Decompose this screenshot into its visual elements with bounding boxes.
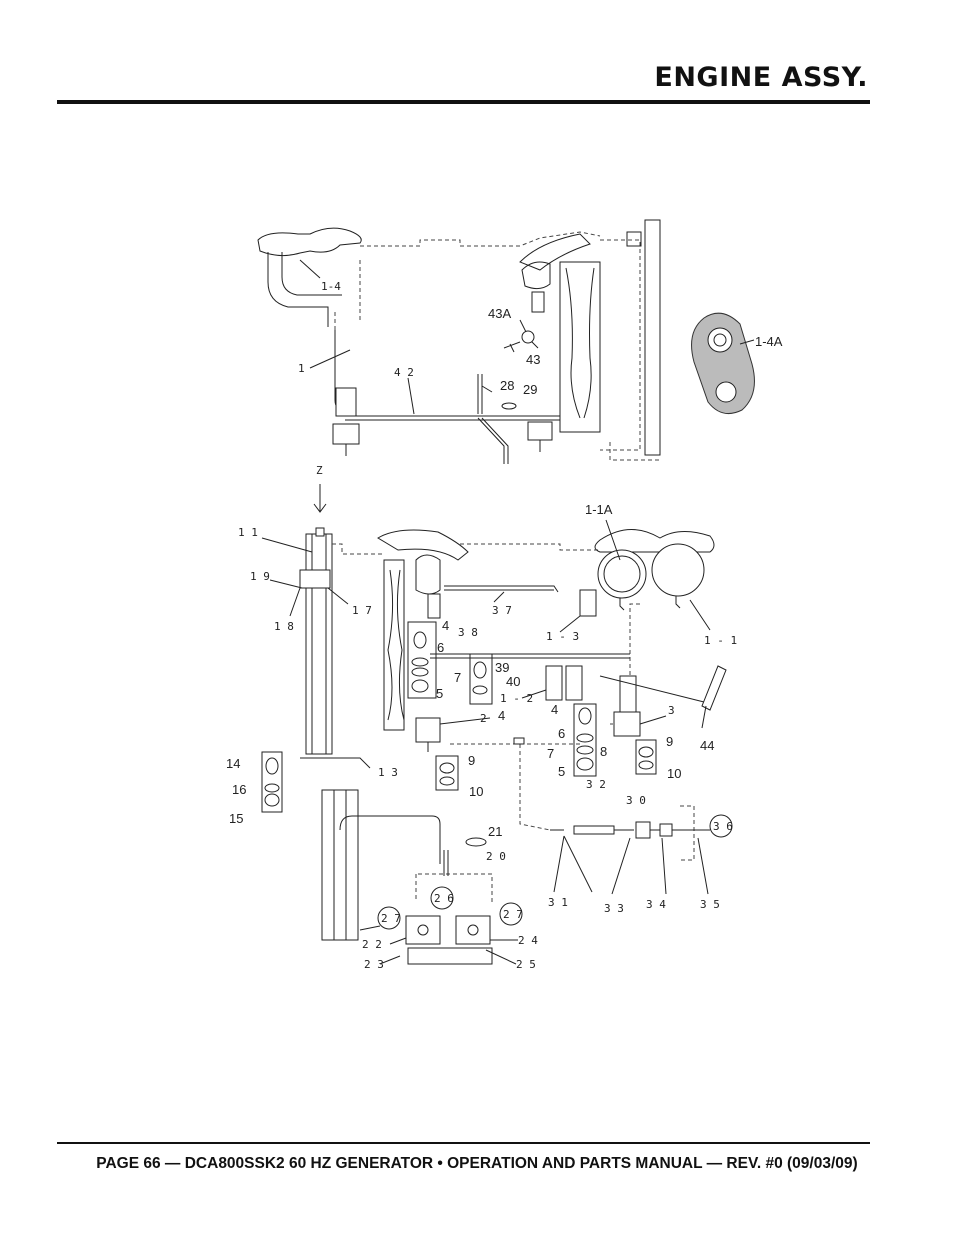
label-13: 1 3 (378, 766, 398, 779)
label-42: 4 2 (394, 366, 414, 379)
label-27b: 2 7 (503, 908, 523, 921)
label-15: 15 (229, 811, 243, 826)
label-6b: 6 (558, 726, 565, 741)
label-22: 2 2 (362, 938, 382, 951)
label-28: 28 (500, 378, 514, 393)
label-14: 14 (226, 756, 240, 771)
label-1: 1 (298, 362, 305, 375)
page-title: ENGINE ASSY. (654, 62, 868, 93)
label-33: 3 3 (604, 902, 624, 915)
label-39: 39 (495, 660, 509, 675)
label-25: 2 5 (516, 958, 536, 971)
lower-frame-assembly (321, 789, 733, 965)
label-31: 3 1 (548, 896, 568, 909)
label-30: 3 0 (626, 794, 646, 807)
label-43a: 43A (488, 306, 511, 321)
middle-radiator-assembly (261, 519, 727, 831)
label-11: 1 1 (238, 526, 258, 539)
label-18: 1 8 (274, 620, 294, 633)
lower-shaft-assembly (550, 805, 710, 895)
label-19: 1 9 (250, 570, 270, 583)
label-27a: 2 7 (381, 912, 401, 925)
label-1-4: 1-4 (321, 280, 341, 293)
label-37: 3 7 (492, 604, 512, 617)
label-40: 40 (506, 674, 520, 689)
label-z: Z (316, 464, 323, 477)
label-4b: 4 (498, 708, 505, 723)
label-10a: 10 (667, 766, 681, 781)
label-24: 2 4 (518, 934, 538, 947)
label-3: 3 (668, 704, 675, 717)
label-34: 3 4 (646, 898, 666, 911)
header-rule (57, 100, 870, 104)
label-2: 2 (480, 712, 487, 725)
label-16: 16 (232, 782, 246, 797)
label-26: 2 6 (434, 892, 454, 905)
label-5a: 5 (436, 686, 443, 701)
label-1-1a: 1-1A (585, 502, 613, 517)
label-7b: 7 (547, 746, 554, 761)
z-arrow (313, 484, 327, 513)
label-38: 3 8 (458, 626, 478, 639)
label-1-1: 1 - 1 (704, 634, 737, 647)
label-1-4a: 1-4A (755, 334, 783, 349)
label-35: 3 5 (700, 898, 720, 911)
belt-guard-part (691, 312, 755, 415)
top-engine-assembly (257, 219, 661, 464)
label-44: 44 (700, 738, 714, 753)
label-23: 2 3 (364, 958, 384, 971)
label-43: 43 (526, 352, 540, 367)
label-7a: 7 (454, 670, 461, 685)
label-1-2: 1 - 2 (500, 692, 533, 705)
label-36: 3 6 (713, 820, 733, 833)
page-footer: PAGE 66 — DCA800SSK2 60 HZ GENERATOR • O… (96, 1155, 858, 1172)
label-8: 8 (600, 744, 607, 759)
label-9b: 9 (468, 753, 475, 768)
label-29: 29 (523, 382, 537, 397)
label-32: 3 2 (586, 778, 606, 791)
label-20: 2 0 (486, 850, 506, 863)
label-5b: 5 (558, 764, 565, 779)
label-17: 1 7 (352, 604, 372, 617)
label-10b: 10 (469, 784, 483, 799)
part-labels: 1-4 1 4 2 43A 43 28 29 1-4A Z 1 1 1 9 1 … (226, 280, 783, 971)
label-1-3: 1 - 3 (546, 630, 579, 643)
label-6a: 6 (437, 640, 444, 655)
footer-rule (57, 1142, 870, 1144)
label-4a: 4 (442, 618, 449, 633)
label-9a: 9 (666, 734, 673, 749)
label-21: 21 (488, 824, 502, 839)
label-4c: 4 (551, 702, 558, 717)
